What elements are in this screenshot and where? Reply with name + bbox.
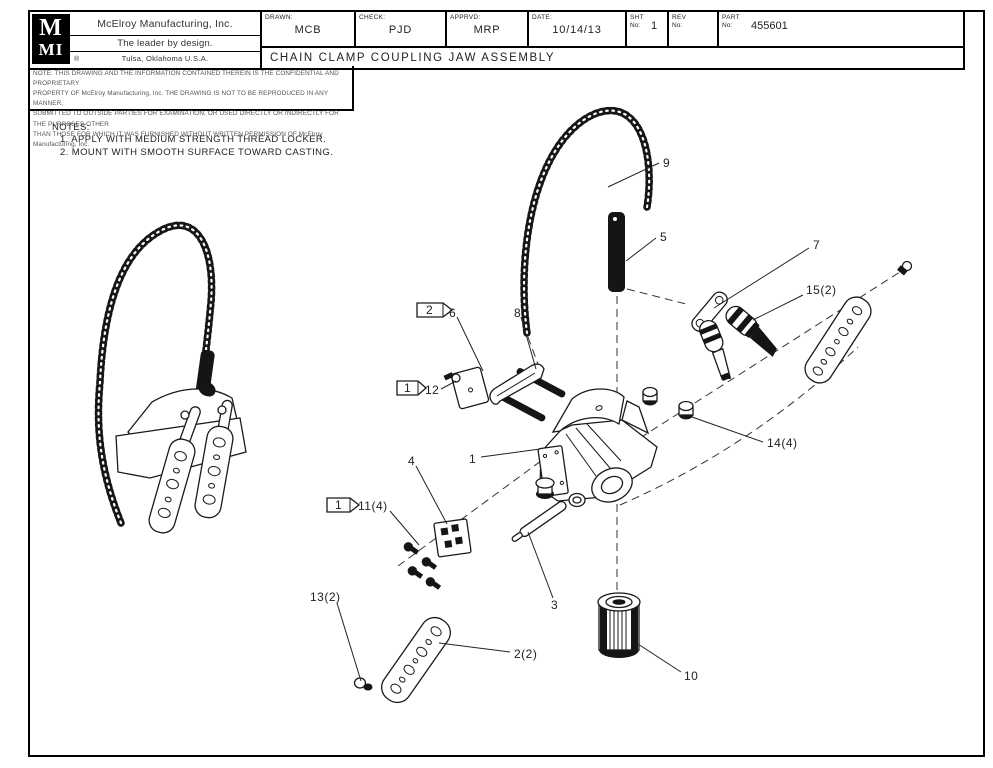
leader-lines xyxy=(336,162,810,682)
serrated-block xyxy=(433,518,472,558)
date-cell: DATE: 10/14/13 xyxy=(527,12,625,46)
apprvd-value: MRP xyxy=(473,24,501,36)
construction-lines xyxy=(397,269,904,590)
company-name: McElroy Manufacturing, Inc. xyxy=(70,12,260,36)
cam-lever-upper xyxy=(725,305,777,357)
callout-6: 6 xyxy=(449,306,456,320)
pin-shaft xyxy=(511,500,567,542)
callout-8: 8 xyxy=(514,306,521,320)
spring-boot xyxy=(608,212,625,292)
notes-block: NOTES: 1. APPLY WITH MEDIUM STRENGTH THR… xyxy=(52,122,333,159)
jaw-plate-top-right xyxy=(804,296,872,384)
logo-letter-m: M xyxy=(39,15,63,41)
callout-2: 2(2) xyxy=(514,647,537,661)
callout-10: 10 xyxy=(684,669,698,683)
pivot-pin-right xyxy=(217,405,227,415)
part-label: PART xyxy=(722,14,740,21)
flange-screw xyxy=(443,372,461,383)
note-flag-1a: 1 xyxy=(396,380,427,396)
sht-value: 1 xyxy=(651,20,658,32)
note-flag-2: 2 xyxy=(416,302,454,318)
rev-label: REV xyxy=(672,14,687,21)
note-item-2: 2. MOUNT WITH SMOOTH SURFACE TOWARD CAST… xyxy=(60,146,334,158)
callout-1: 1 xyxy=(469,452,476,466)
company-location: ® Tulsa, Oklahoma U.S.A. xyxy=(70,52,260,66)
jaw-plate-assembled-left xyxy=(148,438,196,534)
notes-heading: NOTES: xyxy=(52,122,90,133)
note-flag-1b-label: 1 xyxy=(335,498,342,512)
callout-14: 14(4) xyxy=(767,436,798,450)
drawn-value: MCB xyxy=(294,24,322,36)
drawn-label: DRAWN: xyxy=(265,14,293,21)
main-casting xyxy=(537,388,658,503)
sht-label-no: No: xyxy=(630,22,641,29)
title-block: M MI McElroy Manufacturing, Inc. The lea… xyxy=(28,10,965,70)
note-flag-2-label: 2 xyxy=(426,303,433,317)
check-value: PJD xyxy=(388,24,413,36)
company-tagline: The leader by design. xyxy=(70,36,260,52)
u-bolt xyxy=(489,363,566,422)
confidentiality-note: NOTE: THIS DRAWING AND THE INFORMATION C… xyxy=(28,66,354,148)
cam-lever-lower xyxy=(698,320,732,382)
callout-4: 4 xyxy=(408,454,415,468)
washer xyxy=(568,492,586,508)
apprvd-cell: APPRVD: MRP xyxy=(445,12,527,46)
callout-11: 11(4) xyxy=(358,499,388,513)
assembled-view xyxy=(94,221,247,534)
rev-label-no: No: xyxy=(672,22,683,29)
company-location-text: Tulsa, Oklahoma U.S.A. xyxy=(121,54,209,63)
bushing-target-14 xyxy=(678,400,694,420)
check-label: CHECK: xyxy=(359,14,386,21)
company-logo: M MI xyxy=(32,14,70,64)
callout-3: 3 xyxy=(551,598,558,612)
conf-note-line3: SUBMITTED TO OUTSIDE PARTIES FOR EXAMINA… xyxy=(33,110,339,128)
conf-note-line4: THAN THOSE FOR WHICH IT WAS FURNISHED WI… xyxy=(33,130,323,148)
callout-13: 13(2) xyxy=(310,590,341,604)
callout-7: 7 xyxy=(813,238,820,252)
company-cell: McElroy Manufacturing, Inc. The leader b… xyxy=(70,12,260,68)
rev-number-cell: REV No: xyxy=(667,12,717,46)
jaw-plate-exploded xyxy=(381,616,451,704)
drawing-title: CHAIN CLAMP COUPLING JAW ASSEMBLY xyxy=(260,46,963,68)
registered-trademark-icon: ® xyxy=(74,56,80,63)
sheet-number-cell: SHT No: 1 xyxy=(625,12,667,46)
bushing-small-upper xyxy=(642,386,658,406)
callout-15: 15(2) xyxy=(806,283,837,297)
knurled-knob xyxy=(597,592,641,658)
backing-plate xyxy=(450,366,490,410)
flanged-bushing xyxy=(535,477,555,499)
date-label: DATE: xyxy=(532,14,553,21)
date-value: 10/14/13 xyxy=(552,24,602,36)
part-value: 455601 xyxy=(751,20,788,32)
pan-screw xyxy=(353,677,373,691)
callout-labels: 9 5 7 15(2) 6 8 12 1 4 11(4) 14(4) 3 13(… xyxy=(310,156,837,683)
logo-letters-mi: MI xyxy=(38,40,64,59)
callout-5: 5 xyxy=(660,230,667,244)
chain-exploded xyxy=(520,106,653,337)
drawn-cell: DRAWN: MCB xyxy=(260,12,354,46)
check-cell: CHECK: PJD xyxy=(354,12,445,46)
sht-label: SHT xyxy=(630,14,644,21)
conf-note-line2: PROPERTY OF McElroy Manufacturing, Inc. … xyxy=(33,90,329,108)
note-flag-1a-label: 1 xyxy=(404,381,411,395)
part-number-cell: PART No: 455601 xyxy=(717,12,963,46)
conf-note-line1: NOTE: THIS DRAWING AND THE INFORMATION C… xyxy=(33,70,339,88)
apprvd-label: APPRVD: xyxy=(450,14,481,21)
knob-assembled xyxy=(198,381,216,397)
note-item-1: 1. APPLY WITH MEDIUM STRENGTH THREAD LOC… xyxy=(60,134,327,146)
callout-12: 12 xyxy=(425,383,439,397)
socket-screws xyxy=(403,542,442,590)
pivot-pin-left xyxy=(180,410,190,420)
callout-9: 9 xyxy=(663,156,670,170)
set-screw-top-right xyxy=(897,260,913,276)
part-label-no: No: xyxy=(722,22,733,29)
jaw-plate-assembled-right xyxy=(194,425,234,519)
note-flag-1b: 1 xyxy=(326,497,361,513)
